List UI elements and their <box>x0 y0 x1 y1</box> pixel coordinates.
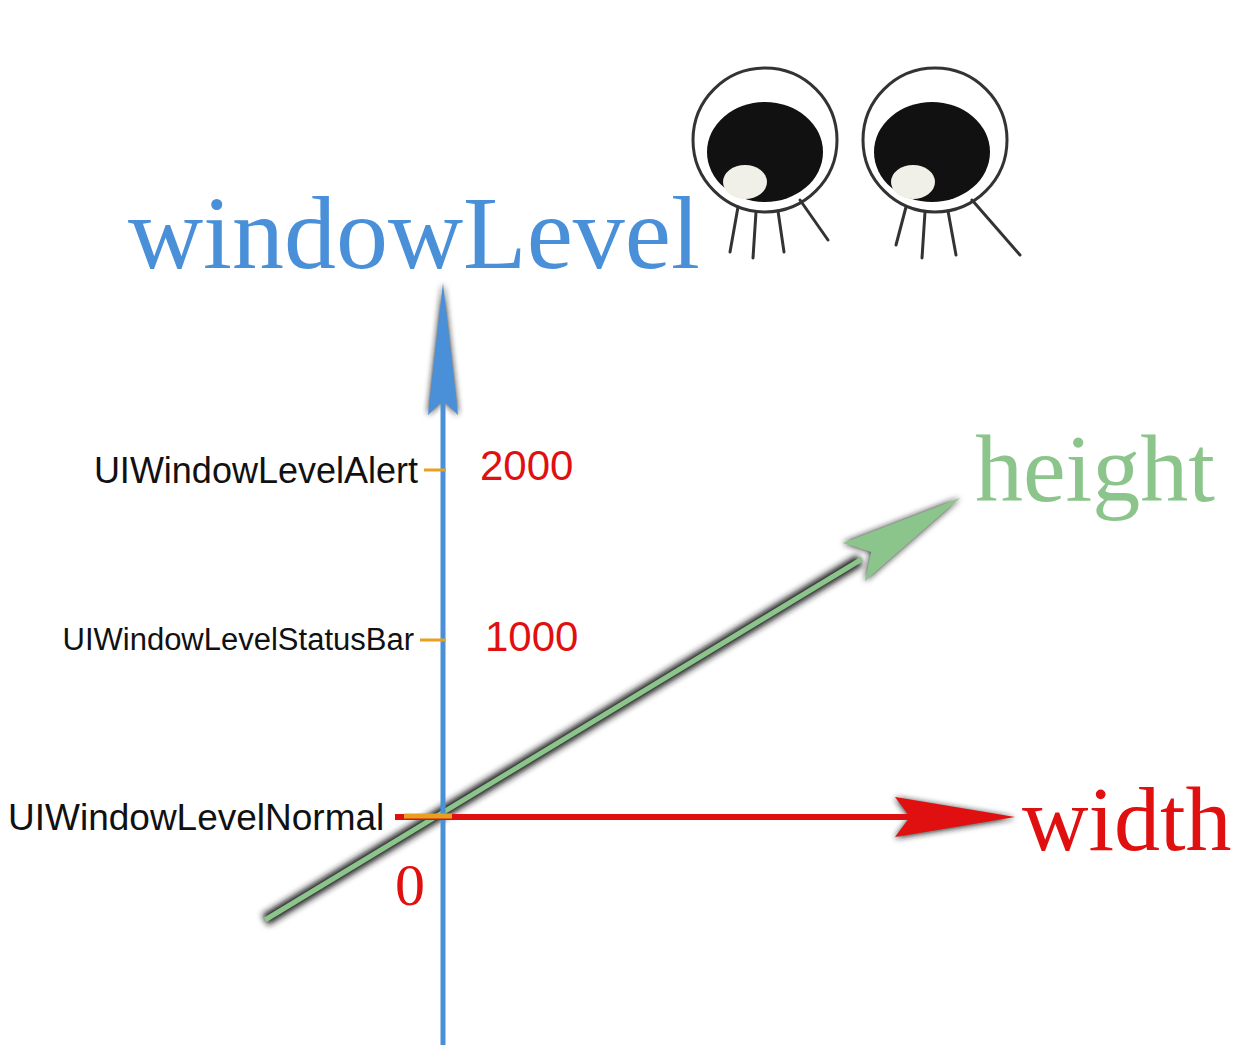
eyes-illustration <box>693 68 1020 258</box>
window-level-axis <box>428 283 458 1045</box>
axis-title: width <box>1022 773 1232 865</box>
level-name: UIWindowLevelNormal <box>8 799 384 836</box>
height-axis <box>265 498 960 920</box>
level-name: UIWindowLevelAlert <box>94 453 418 489</box>
origin-label: 0 <box>395 855 425 915</box>
level-value: 2000 <box>480 445 573 487</box>
axis-title: height <box>975 421 1215 517</box>
axis-title: windowLevel <box>128 181 700 285</box>
level-value: 1000 <box>485 616 578 658</box>
level-name: UIWindowLevelStatusBar <box>63 624 415 655</box>
width-axis <box>395 797 1015 838</box>
